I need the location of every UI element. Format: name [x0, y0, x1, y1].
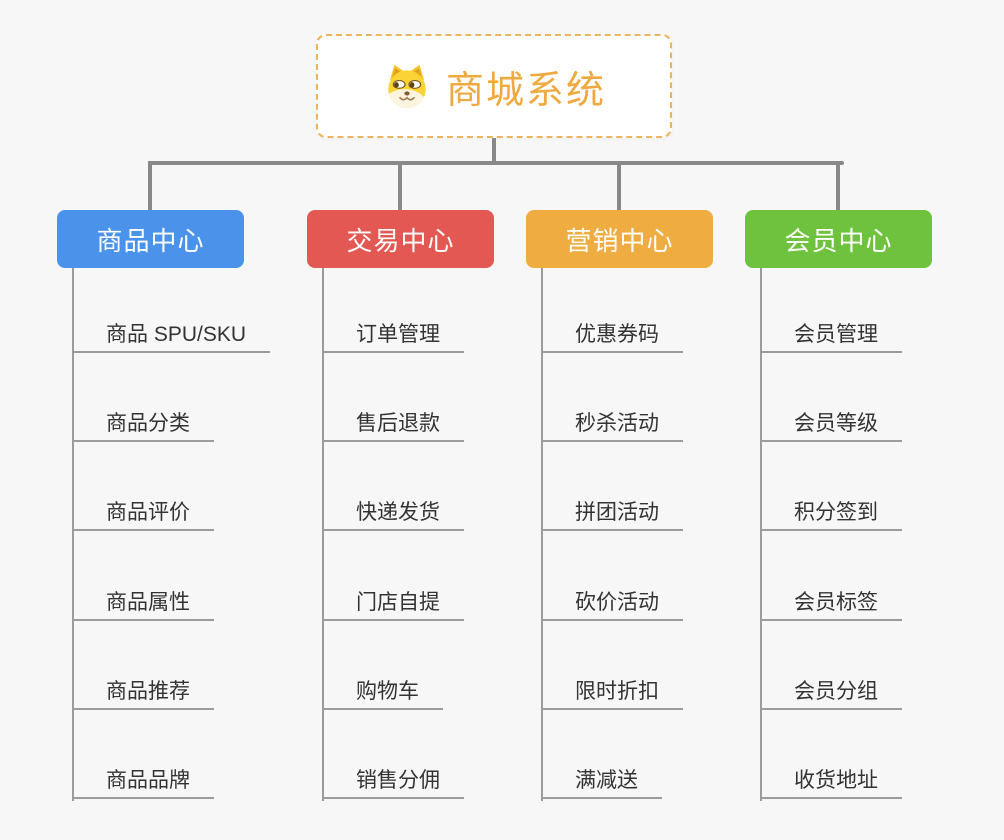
branch-label: 交易中心	[346, 225, 455, 256]
leaf-node[interactable]: 售后退款	[322, 408, 464, 442]
leaf-node[interactable]: 拼团活动	[541, 497, 683, 531]
leaf-node[interactable]: 商品属性	[72, 587, 214, 621]
dog-icon	[388, 64, 426, 108]
leaf-node[interactable]: 限时折扣	[541, 676, 683, 710]
leaf-node[interactable]: 商品推荐	[72, 676, 214, 710]
leaf-node[interactable]: 积分签到	[760, 497, 902, 531]
leaf-node[interactable]: 商品评价	[72, 497, 214, 531]
connector-branch-stub-1	[148, 161, 152, 212]
leaf-node[interactable]: 优惠券码	[541, 319, 683, 353]
branch-spine	[760, 268, 762, 801]
connector-branch-stub-3	[617, 161, 621, 212]
connector-bus	[148, 161, 844, 165]
leaf-node[interactable]: 会员管理	[760, 319, 902, 353]
branch-column: 优惠券码秒杀活动拼团活动砍价活动限时折扣满减送	[541, 268, 781, 808]
leaf-node[interactable]: 订单管理	[322, 319, 464, 353]
branch-column: 订单管理售后退款快递发货门店自提购物车销售分佣	[322, 268, 562, 808]
leaf-node[interactable]: 快递发货	[322, 497, 464, 531]
leaf-node[interactable]: 满减送	[541, 765, 662, 799]
connector-branch-stub-4	[836, 161, 840, 212]
branch-spine	[322, 268, 324, 801]
leaf-node[interactable]: 会员等级	[760, 408, 902, 442]
leaf-node[interactable]: 购物车	[322, 676, 443, 710]
branch-column: 会员管理会员等级积分签到会员标签会员分组收货地址	[760, 268, 1000, 808]
leaf-node[interactable]: 会员标签	[760, 587, 902, 621]
leaf-node[interactable]: 砍价活动	[541, 587, 683, 621]
leaf-node[interactable]: 销售分佣	[322, 765, 464, 799]
leaf-node[interactable]: 会员分组	[760, 676, 902, 710]
branch-label: 商品中心	[96, 225, 205, 256]
leaf-node[interactable]: 商品分类	[72, 408, 214, 442]
leaf-node[interactable]: 商品 SPU/SKU	[72, 319, 271, 353]
leaf-node[interactable]: 收货地址	[760, 765, 902, 799]
branch-spine	[541, 268, 543, 801]
connector-root-stub	[492, 138, 496, 163]
root-title: 商城系统	[445, 69, 606, 112]
branch-box-4[interactable]: 会员中心	[745, 210, 932, 268]
branch-spine	[72, 268, 74, 801]
leaf-node[interactable]: 门店自提	[322, 587, 464, 621]
branch-box-1[interactable]: 商品中心	[57, 210, 244, 268]
branch-box-2[interactable]: 交易中心	[307, 210, 494, 268]
leaf-node[interactable]: 商品品牌	[72, 765, 214, 799]
leaf-node[interactable]: 秒杀活动	[541, 408, 683, 442]
branch-label: 会员中心	[784, 225, 893, 256]
branch-column: 商品 SPU/SKU 商品分类商品评价商品属性商品推荐商品品牌	[72, 268, 312, 808]
branch-box-3[interactable]: 营销中心	[526, 210, 713, 268]
branch-label: 营销中心	[565, 225, 674, 256]
root-node[interactable]: 商城系统	[316, 34, 672, 138]
connector-branch-stub-2	[398, 161, 402, 212]
